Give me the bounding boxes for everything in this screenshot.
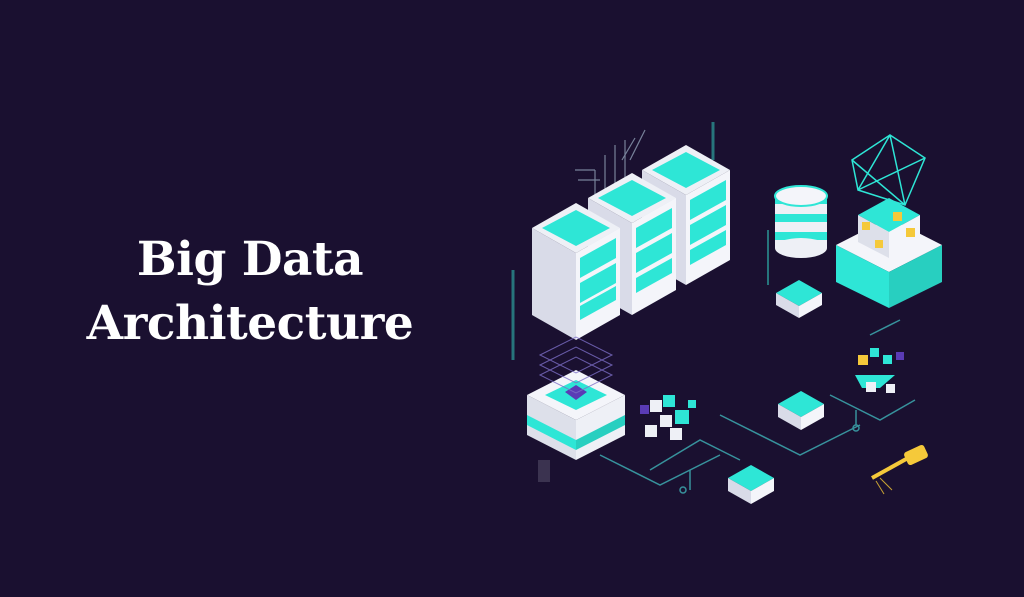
circuit-lines-icon [511,122,916,494]
grid-layers-icon [538,336,614,394]
page-title: Big Data Architecture [60,228,440,356]
circuit-node-2-icon [728,465,774,504]
title-line-2: Architecture [86,296,414,351]
data-platform-icon [527,370,625,482]
title-line-1: Big Data [136,232,364,287]
crystal-icon [851,134,926,206]
data-cube-platform-icon [836,198,942,308]
key-icon [871,444,928,495]
circuit-tree-icon [575,129,646,195]
small-node-icon [776,280,822,318]
server-rack-1-icon [532,203,620,340]
database-icon [774,185,828,258]
floating-cubes-icon [855,348,904,393]
cube-cluster-icon [640,395,696,440]
circuit-node-1-icon [778,391,824,430]
